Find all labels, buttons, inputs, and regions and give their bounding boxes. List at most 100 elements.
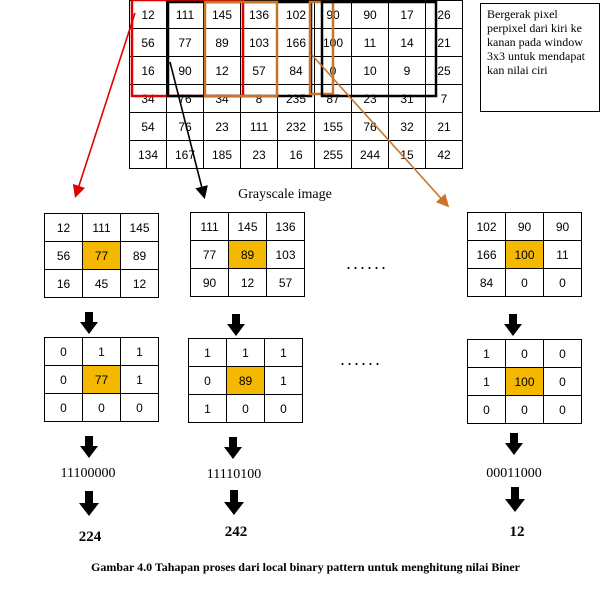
window-gray-cell: 90 (543, 212, 582, 241)
window-gray-cell: 145 (120, 213, 159, 242)
grayscale-cell: 102 (277, 0, 315, 29)
window-binary-cell: 1 (188, 338, 227, 367)
grayscale-cell: 90 (314, 0, 352, 29)
window-gray-cell: 89 (228, 240, 267, 269)
window-1-code: 11100000 (60, 466, 116, 481)
window-3-value: 12 (509, 524, 525, 540)
window-gray-cell: 166 (467, 240, 506, 269)
grayscale-label: Grayscale image (238, 187, 332, 202)
grayscale-cell: 90 (351, 0, 389, 29)
window-gray-cell: 12 (44, 213, 83, 242)
window-gray-cell: 0 (543, 268, 582, 297)
window-binary-cell: 0 (188, 366, 227, 395)
window-binary-cell: 1 (188, 394, 227, 423)
grayscale-cell: 100 (314, 28, 352, 57)
window-binary-cell: 0 (543, 395, 582, 424)
window-binary-cell: 0 (543, 367, 582, 396)
window-gray-cell: 12 (120, 269, 159, 298)
down-arrow-1a (80, 312, 98, 334)
grayscale-cell: 7 (425, 84, 463, 113)
grayscale-cell: 16 (129, 56, 167, 85)
grayscale-cell: 8 (240, 84, 278, 113)
window-binary-cell: 0 (44, 337, 83, 366)
grayscale-cell: 12 (203, 56, 241, 85)
grayscale-cell: 23 (240, 140, 278, 169)
grayscale-cell: 12 (129, 0, 167, 29)
grayscale-cell: 145 (203, 0, 241, 29)
window-gray-cell: 100 (505, 240, 544, 269)
down-arrow-2a (227, 314, 245, 336)
window-binary-cell: 0 (120, 393, 159, 422)
window-gray-cell: 16 (44, 269, 83, 298)
grayscale-cell: 42 (425, 140, 463, 169)
window-gray-cell: 12 (228, 268, 267, 297)
window-gray-cell: 90 (190, 268, 229, 297)
down-arrow-3a (504, 314, 522, 336)
down-arrow-1c (79, 491, 99, 516)
grayscale-cell: 9 (388, 56, 426, 85)
window-binary-cell: 1 (264, 366, 303, 395)
red-arrow (72, 12, 136, 199)
window-gray-cell: 103 (266, 240, 305, 269)
grayscale-cell: 111 (240, 112, 278, 141)
grayscale-cell: 31 (388, 84, 426, 113)
grayscale-cell: 0 (314, 56, 352, 85)
window-gray-cell: 11 (543, 240, 582, 269)
down-arrow-3c (505, 487, 525, 512)
window-binary-cell: 1 (264, 338, 303, 367)
window-2-code: 11110100 (206, 467, 262, 482)
window-gray-cell: 84 (467, 268, 506, 297)
window-gray-cell: 89 (120, 241, 159, 270)
window-gray-cell: 145 (228, 212, 267, 241)
grayscale-cell: 32 (388, 112, 426, 141)
window-binary-cell: 0 (44, 393, 83, 422)
window-binary-cell: 1 (82, 337, 121, 366)
grayscale-cell: 21 (425, 28, 463, 57)
down-arrow-2b (224, 437, 242, 459)
window-binary-cell: 0 (264, 394, 303, 423)
grayscale-cell: 25 (425, 56, 463, 85)
down-arrow-3b (505, 433, 523, 455)
grayscale-cell: 76 (351, 112, 389, 141)
note-box: Bergerak pixel perpixel dari kiri ke kan… (480, 3, 600, 112)
grayscale-cell: 14 (388, 28, 426, 57)
grayscale-cell: 56 (129, 28, 167, 57)
window-binary-cell: 1 (467, 339, 506, 368)
window-binary-cell: 0 (543, 339, 582, 368)
grayscale-cell: 90 (166, 56, 204, 85)
grayscale-cell: 235 (277, 84, 315, 113)
grayscale-cell: 232 (277, 112, 315, 141)
window-binary-cell: 0 (226, 394, 265, 423)
grayscale-cell: 136 (240, 0, 278, 29)
window-gray-cell: 102 (467, 212, 506, 241)
window-binary-cell: 0 (505, 339, 544, 368)
window-binary-cell: 1 (226, 338, 265, 367)
figure-caption: Gambar 4.0 Tahapan proses dari local bin… (91, 560, 520, 574)
ellipsis-top: ...... (346, 253, 389, 273)
grayscale-cell: 155 (314, 112, 352, 141)
window-3-code: 00011000 (486, 466, 542, 481)
grayscale-cell: 34 (203, 84, 241, 113)
